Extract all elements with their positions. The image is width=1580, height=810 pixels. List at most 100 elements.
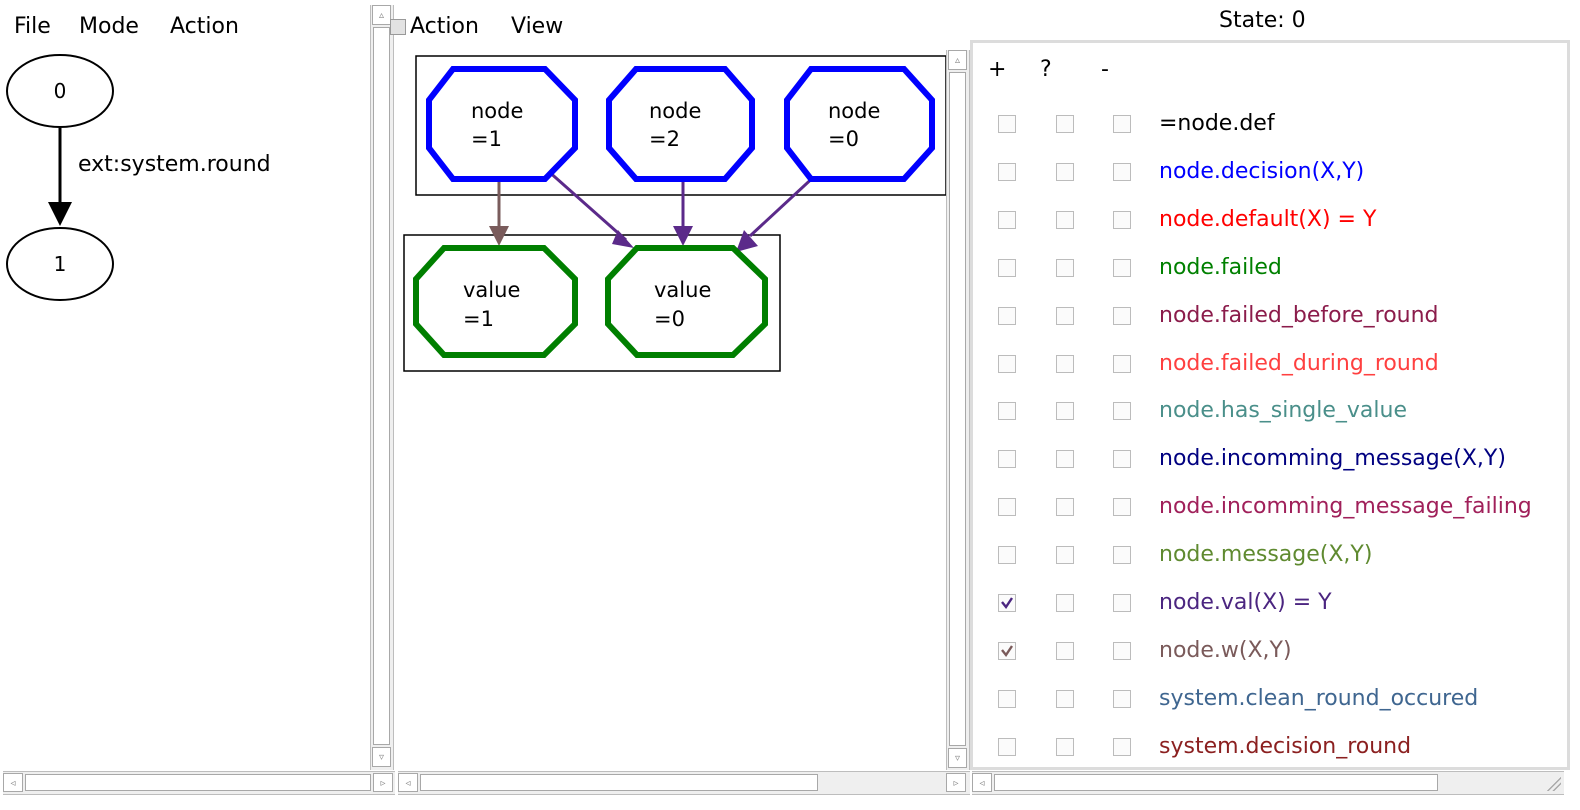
- left-vscrollbar[interactable]: ▵ ▿: [370, 5, 394, 770]
- question-checkbox[interactable]: [1056, 115, 1074, 133]
- resize-grip-icon[interactable]: [1545, 775, 1561, 791]
- left-hscrollbar[interactable]: ◃ ▹: [3, 771, 395, 795]
- pane-sash-handle[interactable]: [390, 19, 406, 35]
- relation-label: system.clean_round_occured: [1159, 685, 1479, 711]
- scroll-left-arrow-icon[interactable]: ◃: [3, 773, 23, 792]
- plus-checkbox[interactable]: [998, 450, 1016, 469]
- scroll-down-arrow-icon[interactable]: ▿: [372, 747, 391, 767]
- question-checkbox[interactable]: [1056, 737, 1074, 756]
- plus-checkbox[interactable]: [998, 737, 1016, 756]
- state-edge-label: ext:system.round: [78, 152, 271, 177]
- plus-checkbox[interactable]: [998, 354, 1016, 373]
- left-pane: File Mode Action 0 ext:system.round 1: [0, 0, 370, 770]
- node-graph: node =1 node =2 node =0 value =1 value =…: [403, 55, 946, 372]
- left-vscroll-thumb[interactable]: [373, 27, 390, 745]
- left-hscroll-thumb[interactable]: [25, 774, 371, 791]
- question-checkbox[interactable]: [1056, 258, 1074, 277]
- plus-checkbox[interactable]: [998, 306, 1016, 325]
- minus-checkbox[interactable]: [1113, 689, 1131, 708]
- relation-label: node.message(X,Y): [1159, 542, 1373, 568]
- minus-checkbox[interactable]: [1113, 210, 1131, 229]
- edge-val-node0-value0[interactable]: [748, 171, 820, 238]
- relation-row: system.clean_round_occured: [973, 678, 1567, 726]
- question-checkbox[interactable]: [1056, 450, 1074, 469]
- graph-node-2-line2: =2: [649, 127, 680, 151]
- middle-vscrollbar[interactable]: ▵ ▿: [946, 50, 970, 770]
- question-checkbox[interactable]: [1056, 306, 1074, 325]
- middle-vscroll-thumb[interactable]: [949, 72, 966, 746]
- state-node-1[interactable]: [6, 227, 114, 301]
- scroll-right-arrow-icon[interactable]: ▹: [373, 773, 393, 792]
- edge-val-node1-value0[interactable]: [546, 168, 627, 242]
- plus-checkbox[interactable]: [998, 402, 1016, 421]
- scroll-left-arrow-icon[interactable]: ◃: [398, 773, 418, 792]
- plus-checkbox[interactable]: [998, 258, 1016, 277]
- scroll-up-arrow-icon[interactable]: ▵: [948, 50, 967, 70]
- right-hscrollbar[interactable]: ◃: [972, 771, 1564, 795]
- minus-checkbox[interactable]: [1113, 498, 1131, 517]
- minus-checkbox[interactable]: [1113, 641, 1131, 660]
- menu-view[interactable]: View: [511, 14, 564, 39]
- relation-label: =node.def: [1159, 111, 1275, 136]
- question-checkbox[interactable]: [1056, 546, 1074, 565]
- middle-hscroll-thumb[interactable]: [420, 774, 818, 791]
- graph-node-1[interactable]: node =1: [426, 66, 578, 182]
- minus-checkbox[interactable]: [1113, 162, 1131, 181]
- state-node-0[interactable]: [6, 54, 114, 128]
- question-checkbox[interactable]: [1056, 689, 1074, 708]
- relation-row: node.default(X) = Y: [973, 199, 1567, 247]
- relation-label: node.val(X) = Y: [1159, 590, 1332, 615]
- question-checkbox[interactable]: [1056, 641, 1074, 660]
- minus-checkbox[interactable]: [1113, 546, 1131, 565]
- minus-checkbox[interactable]: [1113, 737, 1131, 756]
- graph-node-2[interactable]: node =2: [606, 66, 755, 182]
- graph-value-1[interactable]: value =1: [413, 245, 578, 358]
- plus-checkbox[interactable]: [998, 115, 1016, 133]
- edge-val-arrowhead-2: [673, 226, 693, 246]
- edge-val-arrowhead-1: [612, 230, 634, 248]
- graph-value-0[interactable]: value =0: [605, 245, 768, 358]
- plus-checkbox[interactable]: [998, 210, 1016, 229]
- menu-action-2[interactable]: Action: [410, 14, 479, 39]
- checkmark-icon: [1001, 645, 1013, 657]
- relation-label: node.incomming_message_failing: [1159, 494, 1532, 520]
- plus-checkbox[interactable]: [998, 546, 1016, 565]
- minus-checkbox[interactable]: [1113, 402, 1131, 421]
- scroll-down-arrow-icon[interactable]: ▿: [948, 748, 967, 768]
- plus-checkbox[interactable]: [998, 162, 1016, 181]
- plus-checkbox[interactable]: [998, 689, 1016, 708]
- scroll-left-arrow-icon[interactable]: ◃: [972, 773, 992, 792]
- question-checkbox[interactable]: [1056, 402, 1074, 421]
- question-checkbox[interactable]: [1056, 498, 1074, 517]
- menu-file[interactable]: File: [14, 14, 51, 39]
- header-question: ?: [1040, 57, 1052, 82]
- minus-checkbox[interactable]: [1113, 258, 1131, 277]
- question-checkbox[interactable]: [1056, 594, 1074, 612]
- right-hscroll-thumb[interactable]: [994, 774, 1438, 791]
- plus-checkbox[interactable]: [998, 498, 1016, 517]
- minus-checkbox[interactable]: [1113, 115, 1131, 133]
- minus-checkbox[interactable]: [1113, 594, 1131, 612]
- middle-hscrollbar[interactable]: ◃ ▹: [398, 771, 970, 795]
- relation-label: node.w(X,Y): [1159, 637, 1292, 663]
- relation-label: node.default(X) = Y: [1159, 206, 1377, 232]
- question-checkbox[interactable]: [1056, 354, 1074, 373]
- relation-row: node.failed: [973, 247, 1567, 295]
- middle-pane: Action View: [390, 0, 946, 770]
- graph-node-0[interactable]: node =0: [784, 66, 935, 182]
- plus-checkbox[interactable]: [998, 594, 1016, 612]
- plus-checkbox[interactable]: [998, 641, 1016, 660]
- scroll-up-arrow-icon[interactable]: ▵: [372, 5, 391, 25]
- minus-checkbox[interactable]: [1113, 354, 1131, 373]
- minus-checkbox[interactable]: [1113, 306, 1131, 325]
- question-checkbox[interactable]: [1056, 162, 1074, 181]
- graph-node-0-line2: =0: [828, 127, 859, 151]
- edge-w-arrowhead: [489, 226, 509, 246]
- menu-action[interactable]: Action: [170, 14, 239, 39]
- relation-label: node.decision(X,Y): [1159, 158, 1365, 184]
- scroll-right-arrow-icon[interactable]: ▹: [946, 773, 966, 792]
- minus-checkbox[interactable]: [1113, 450, 1131, 469]
- relation-label: system.decision_round: [1159, 733, 1412, 759]
- question-checkbox[interactable]: [1056, 210, 1074, 229]
- menu-mode[interactable]: Mode: [79, 14, 139, 39]
